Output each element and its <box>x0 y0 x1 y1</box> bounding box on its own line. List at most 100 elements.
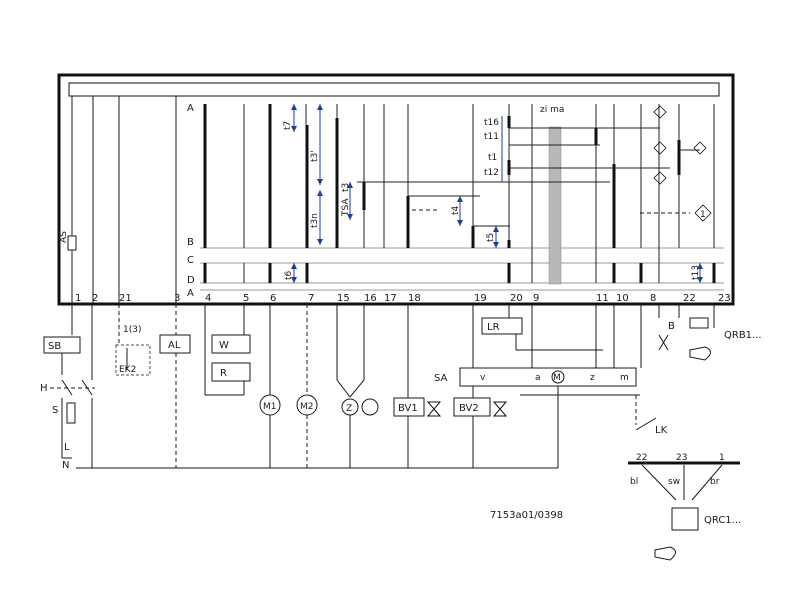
terminal-1-label: 1 <box>75 293 81 304</box>
m2-label: M2 <box>300 402 314 412</box>
sa-m-label: m <box>620 373 629 383</box>
al-box <box>159 334 191 354</box>
t11-label: t11 <box>484 132 499 142</box>
sa-motor <box>551 370 565 384</box>
lk-circuit: LK <box>635 395 668 436</box>
terminal-6-label: 6 <box>270 293 276 304</box>
terminal-11-label: 11 <box>596 293 609 304</box>
sa-m-motor-label: M <box>553 373 561 383</box>
terminal-3-label: 3 <box>174 293 180 304</box>
terminal-17-label: 17 <box>384 293 397 304</box>
tsa-label: TSA <box>341 198 351 217</box>
terminal-5-label: 5 <box>243 293 249 304</box>
t13-label: t13 <box>691 265 701 280</box>
lr-circuit: LR <box>481 304 603 351</box>
control-unit-enclosure <box>57 73 735 306</box>
t5-label: t5 <box>486 233 496 242</box>
fuse-symbol <box>66 402 76 424</box>
sa-a-label: a <box>535 373 541 383</box>
l-label: L <box>64 442 70 453</box>
r-box <box>211 362 251 382</box>
qrc-t1-label: 1 <box>719 453 725 463</box>
ek2-circuit: 1(3) EK2 <box>115 304 151 376</box>
terminal-20-label: 20 <box>510 293 523 304</box>
one-three-label: 1(3) <box>123 325 141 335</box>
al-circuit: AL <box>159 304 191 468</box>
qrc1-sensor-icon <box>654 546 676 561</box>
qrc-bl-label: bl <box>630 477 638 487</box>
sa-label: SA <box>434 373 448 384</box>
t3-label: t3 <box>341 183 351 192</box>
bv1-box <box>393 397 425 417</box>
lr-label: LR <box>487 322 500 333</box>
t16-label: t16 <box>484 118 499 128</box>
lr-box <box>481 317 523 335</box>
qrb1-label: QRB1... <box>724 330 762 341</box>
lk-label: LK <box>655 425 668 436</box>
w-box <box>211 334 251 354</box>
timing-annotations: t7 t3' t3n TSA t3 t4 t5 t6 t16 t11 <box>283 104 712 283</box>
terminal-19-label: 19 <box>474 293 487 304</box>
row-label-d: D <box>187 275 195 286</box>
valve-circuits: BV1 BV2 <box>393 304 508 468</box>
row-labels: A B C D A <box>187 103 195 299</box>
qrc-t22-label: 22 <box>636 453 647 463</box>
program-timeline <box>203 104 716 285</box>
terminal-9-label: 9 <box>533 293 539 304</box>
n-label: N <box>62 460 69 471</box>
terminal-22-label: 22 <box>683 293 696 304</box>
t12-label: t12 <box>484 168 499 178</box>
qrc-t23-label: 23 <box>676 453 687 463</box>
t6-label: t6 <box>284 270 294 280</box>
b-resistor <box>689 317 709 329</box>
row-label-b: B <box>187 237 194 248</box>
zi-ma-label: zi ma <box>540 105 564 115</box>
m1-label: M1 <box>263 402 277 412</box>
t4-label: t4 <box>451 205 461 215</box>
t3n-label: t3n <box>310 213 320 228</box>
z-label: Z <box>346 404 352 414</box>
supply-circuit: SB H S L N <box>40 304 558 471</box>
document-code: 7153a01/0398 <box>490 510 563 521</box>
terminal-8-label: 8 <box>650 293 656 304</box>
t3-prime-label: t3' <box>310 150 320 162</box>
terminal-7-label: 7 <box>308 293 314 304</box>
t7-label: t7 <box>283 121 293 130</box>
terminal-16-label: 16 <box>364 293 377 304</box>
qrc1-label: QRC1... <box>704 515 741 526</box>
internal-wires: AS <box>59 96 177 304</box>
terminal-15-label: 15 <box>337 293 350 304</box>
qrc-circuit: 22 23 1 bl sw br QRC1... <box>628 453 741 561</box>
sa-v-label: v <box>480 373 486 383</box>
sa-box <box>459 367 637 387</box>
t1-label: t1 <box>488 153 497 163</box>
qrb1-sensor-icon <box>689 346 711 361</box>
motor-circuits: M1 M2 <box>259 304 318 468</box>
terminal-23-label: 23 <box>718 293 731 304</box>
sa-actuator: SA v a M z m <box>434 304 642 468</box>
h-label: H <box>40 383 48 394</box>
qrb-circuit: B QRB1... <box>658 304 762 361</box>
sa-z-label: z <box>590 373 595 383</box>
row-label-a-top: A <box>187 103 194 114</box>
w-r-circuit: W R <box>204 304 251 396</box>
qrc-sw-label: sw <box>668 477 680 487</box>
row-label-c: C <box>187 255 194 266</box>
ek2-label: EK2 <box>119 365 136 375</box>
terminal-18-label: 18 <box>408 293 421 304</box>
b-label: B <box>668 321 675 332</box>
bv1-label: BV1 <box>398 403 418 414</box>
sb-label: SB <box>48 341 61 352</box>
as-label: AS <box>59 231 69 243</box>
w-label: W <box>219 340 229 351</box>
qrc-br-label: br <box>710 477 720 487</box>
as-relay-contact <box>67 235 77 251</box>
ignition-circuit: Z <box>336 304 379 468</box>
al-label: AL <box>168 340 181 351</box>
terminal-2-label: 2 <box>92 293 98 304</box>
qrc1-box <box>671 507 699 531</box>
bv2-box <box>453 397 491 417</box>
terminal-4-label: 4 <box>205 293 211 304</box>
